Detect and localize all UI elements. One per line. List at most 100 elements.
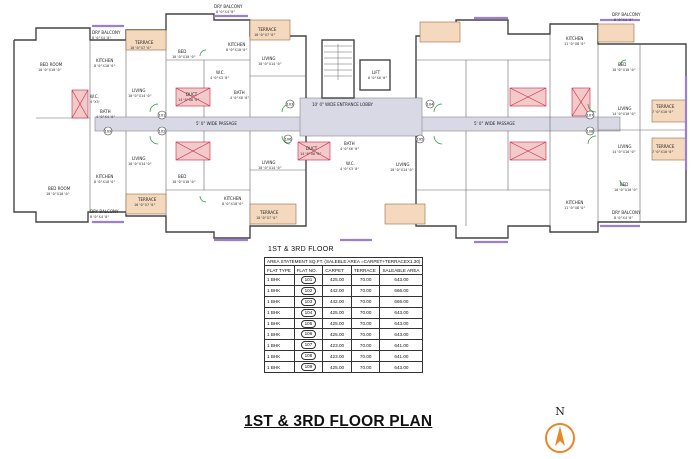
terrace-r1b <box>384 203 426 225</box>
cell-saleable: 643.00 <box>379 274 424 286</box>
svg-text:4'0"X4'0": 4'0"X4'0" <box>96 115 115 119</box>
kitchen-l2-label: KITCHEN <box>96 174 113 179</box>
svg-text:14'0"X10'0": 14'0"X10'0" <box>612 112 636 116</box>
bed-r2-label: BED <box>620 182 628 187</box>
terrace-r2-label: TERRACE <box>655 144 675 149</box>
col-saleable: SALEABLE AREA <box>379 265 424 275</box>
terrace-cl-label: TERRACE <box>259 210 279 215</box>
svg-text:8'0"X4'0": 8'0"X4'0" <box>614 18 633 22</box>
passage-left-label: 5' 0" WIDE PASSAGE <box>196 121 237 126</box>
flat-tag-109: 109 <box>105 130 113 134</box>
cell-carpet: 442.00 <box>322 295 352 308</box>
cell-carpet: 423.00 <box>322 339 352 352</box>
flat-tag-108: 108 <box>587 130 595 134</box>
duct-2-label: DUCT <box>306 146 318 151</box>
dry-balcony-c1-label: DRY BALCONY <box>214 4 243 9</box>
cell-flat-type: 1 BHK <box>264 339 295 352</box>
cell-saleable: 666.00 <box>379 284 424 297</box>
bed-c1-label: BED <box>178 49 186 54</box>
svg-text:8'0"X10'0": 8'0"X10'0" <box>226 48 248 52</box>
floor-plan: BED ROOM 10'0"X10'0" DRY BALCONY 8'0"X4'… <box>13 4 688 244</box>
cell-carpet: 423.00 <box>322 350 352 363</box>
terrace-l2-label: TERRACE <box>137 197 157 202</box>
living-cm-label: LIVING <box>396 162 409 167</box>
cell-carpet: 425.00 <box>322 306 352 319</box>
terrace-l1-label: TERRACE <box>134 40 154 45</box>
svg-text:10'0"X10'0": 10'0"X10'0" <box>172 180 196 184</box>
svg-text:10'0"X14'0": 10'0"X14'0" <box>390 168 414 172</box>
kitchen-cl-label: KITCHEN <box>224 196 241 201</box>
svg-text:8'0"X10'0": 8'0"X10'0" <box>94 64 116 68</box>
svg-text:10'0"X7'0": 10'0"X7'0" <box>254 33 276 37</box>
svg-text:10'0"X14'0": 10'0"X14'0" <box>258 166 282 170</box>
living-cl-label: LIVING <box>262 160 275 165</box>
cell-saleable: 643.00 <box>379 361 424 374</box>
svg-text:8'0"X10'0": 8'0"X10'0" <box>94 180 116 184</box>
north-arrow-icon <box>555 426 565 446</box>
cell-flat-no: 101 <box>293 274 324 286</box>
svg-text:11'0"X8'0": 11'0"X8'0" <box>564 42 586 46</box>
cell-flat-no: 107 <box>293 339 324 352</box>
terrace-c1-label: TERRACE <box>257 27 277 32</box>
cell-flat-no: 109 <box>293 361 324 374</box>
kitchen-l1-label: KITCHEN <box>96 58 113 63</box>
terrace-l1 <box>125 29 167 51</box>
cell-carpet: 425.00 <box>322 328 352 341</box>
wc-l1-label: W.C. <box>90 94 99 99</box>
cell-flat-type: 1 BHK <box>264 274 295 286</box>
flat-tag-104: 104 <box>427 103 435 107</box>
terrace-r4 <box>597 23 635 43</box>
svg-text:10'0"X14'0": 10'0"X14'0" <box>258 62 282 66</box>
ducts <box>71 87 591 161</box>
svg-text:8'0"X4'0": 8'0"X4'0" <box>614 216 633 220</box>
cell-flat-type: 1 BHK <box>264 361 295 374</box>
stair-core <box>321 39 355 99</box>
table-caption: 1ST & 3RD FLOOR <box>268 246 334 253</box>
cell-terrace: 70.00 <box>350 317 381 330</box>
svg-text:10'0"X7'0": 10'0"X7'0" <box>134 203 156 207</box>
flat-tag-105: 105 <box>417 138 424 142</box>
dry-balcony-r1-label: DRY BALCONY <box>612 12 641 17</box>
terrace-c1 <box>249 19 291 41</box>
cell-flat-no: 106 <box>293 328 324 341</box>
bed-room-l2-label: BED ROOM <box>48 186 71 191</box>
col-flat-no: FLAT NO. <box>293 265 324 275</box>
cell-flat-no: 102 <box>293 284 324 297</box>
staircase <box>324 44 352 80</box>
svg-text:7'0"X10'0": 7'0"X10'0" <box>652 110 674 114</box>
cell-terrace: 70.00 <box>350 306 381 319</box>
terrace-l2 <box>125 193 167 215</box>
flat-tag-103: 103 <box>287 103 294 107</box>
cell-terrace: 70.00 <box>350 350 381 363</box>
svg-text:8'0"X4'0": 8'0"X4'0" <box>216 10 235 14</box>
cell-flat-type: 1 BHK <box>264 306 295 319</box>
bath-l1-label: BATH <box>100 109 111 114</box>
cell-flat-type: 1 BHK <box>264 328 295 341</box>
terrace-r1-label: TERRACE <box>655 104 675 109</box>
col-terrace: TERRACE <box>350 265 381 275</box>
cell-terrace: 70.00 <box>350 284 381 297</box>
cell-flat-no: 105 <box>293 317 324 330</box>
dry-balcony-l2-label: DRY BALCONY <box>90 209 119 214</box>
cell-terrace: 70.00 <box>350 328 381 341</box>
terrace-cl <box>249 203 297 225</box>
flat-tag-101: 101 <box>159 114 166 118</box>
wc-c1-label: W.C. <box>216 70 225 75</box>
compass-ring <box>545 423 575 453</box>
cell-carpet: 425.00 <box>322 274 352 286</box>
area-statement-table: AREA STATEMENT SQ.FT. (SALEBLE AREA =CAR… <box>263 257 424 374</box>
cell-terrace: 70.00 <box>350 274 381 286</box>
living-c1-label: LIVING <box>262 56 275 61</box>
cell-flat-no: 108 <box>293 350 324 363</box>
living-r1-label: LIVING <box>618 106 631 111</box>
col-carpet: CARPET <box>322 265 352 275</box>
flat-no-badge: 106 <box>300 330 317 339</box>
living-r2-label: LIVING <box>618 144 631 149</box>
flat-no-badge: 107 <box>300 341 317 350</box>
svg-text:11'0"X8'0": 11'0"X8'0" <box>564 206 586 210</box>
